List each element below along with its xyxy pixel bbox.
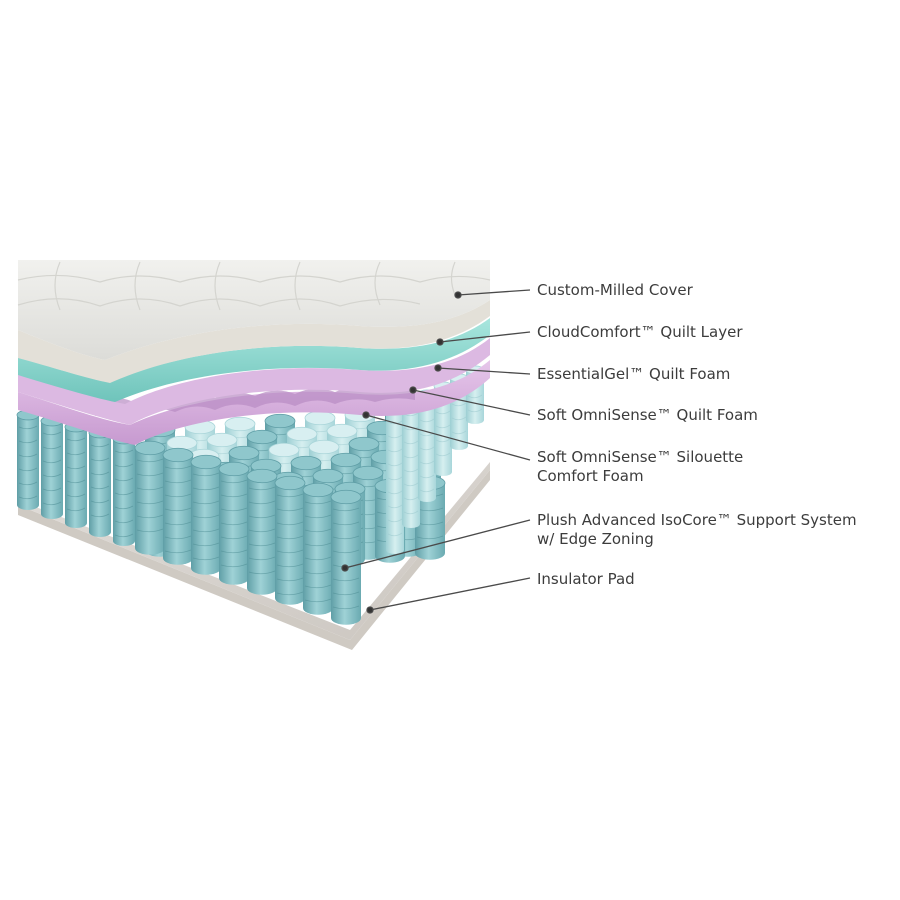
omnisense-quilt-foam-layer [18,338,490,425]
callout-line: EssentialGel™ Quilt Foam [537,365,731,383]
pocket-coil [40,415,64,519]
callout-omnisense-silhouette-foam: Soft OmniSense™ Silouette Comfort Foam [537,448,743,486]
pocket-coil [385,405,405,555]
pocket-coil [16,409,40,510]
pocket-coil [401,397,421,529]
callout-cloudcomfort-quilt-layer: CloudComfort™ Quilt Layer [537,323,743,342]
callout-line: Soft OmniSense™ Silouette [537,448,744,466]
pocket-coil [274,475,306,605]
pocket-coil [190,454,222,575]
cloudcomfort-quilt-layer [18,300,490,383]
callout-line: Custom-Milled Cover [537,281,693,299]
callout-line: Plush Advanced IsoCore™ Support System [537,511,857,529]
pocket-coil [330,489,362,625]
custom-milled-cover-layer [18,260,490,360]
callout-line: Insulator Pad [537,570,635,588]
callout-omnisense-quilt-foam: Soft OmniSense™ Quilt Foam [537,406,758,425]
support-coils-front [134,440,362,625]
pocket-coil [88,427,112,537]
pocket-coil [162,447,194,565]
pocket-coil [112,433,136,546]
callout-isocore-support-system: Plush Advanced IsoCore™ Support System w… [537,511,857,549]
callout-line: Soft OmniSense™ Quilt Foam [537,406,758,424]
pocket-coil [64,421,88,528]
cover-quilt-pattern [17,261,491,311]
pocket-coil [246,468,278,595]
callout-essentialgel-quilt-foam: EssentialGel™ Quilt Foam [537,365,730,384]
callout-insulator-pad: Insulator Pad [537,570,635,589]
essentialgel-quilt-foam-layer [18,318,490,402]
callout-line: w/ Edge Zoning [537,530,654,548]
callout-custom-milled-cover: Custom-Milled Cover [537,281,693,300]
callout-line: CloudComfort™ Quilt Layer [537,323,743,341]
pocket-coil [134,440,166,555]
pocket-coil [218,461,250,585]
leader-lines [341,289,531,614]
silhouette-foam-convolutions [95,386,415,416]
callout-line: Comfort Foam [537,467,644,485]
pocket-coil [302,482,334,615]
